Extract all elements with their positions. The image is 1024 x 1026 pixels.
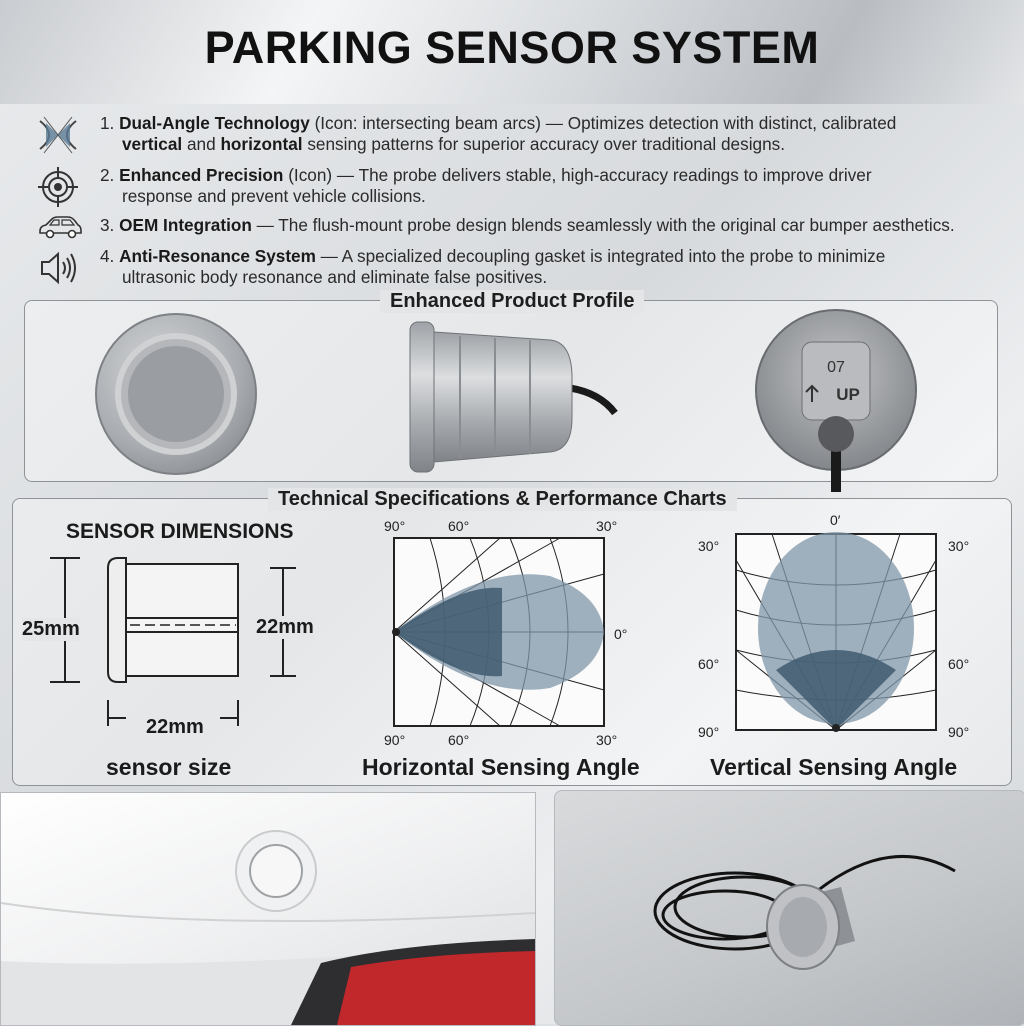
- sensor-front-view: [95, 313, 257, 475]
- feature-item-precision: 2. Enhanced Precision (Icon) — The probe…: [36, 165, 1016, 215]
- target-icon: [38, 167, 78, 207]
- dimensions-caption: sensor size: [106, 754, 232, 780]
- product-profile-title: Enhanced Product Profile: [380, 290, 645, 313]
- v-left-label: 30°: [698, 538, 720, 554]
- title-band: [0, 0, 1024, 104]
- vertical-beam-inner: [776, 650, 896, 730]
- feature-number: 4.: [100, 246, 115, 266]
- v-left-label: 90°: [698, 724, 720, 740]
- feature-note: (Icon): [288, 165, 333, 185]
- sensor-side-view: [409, 321, 618, 473]
- feature-text: response and prevent vehicle collisions.: [122, 186, 426, 206]
- feature-number: 2.: [100, 165, 115, 185]
- feature-heading: Anti-Resonance System: [119, 246, 316, 266]
- feature-item-oem: 3. OEM Integration — The flush-mount pro…: [36, 215, 1016, 265]
- dimension-height-inner: 22mm: [256, 616, 314, 639]
- feature-heading: Dual-Angle Technology: [119, 113, 310, 133]
- feature-heading: OEM Integration: [119, 215, 252, 235]
- sensor-cable-illustration: [653, 854, 956, 970]
- feature-note: (Icon: intersecting beam arcs): [314, 113, 541, 133]
- feature-bold-horizontal: horizontal: [220, 134, 303, 154]
- back-label-up: UP: [836, 385, 860, 404]
- v-right-label: 30°: [948, 538, 970, 554]
- feature-heading: Enhanced Precision: [119, 165, 284, 185]
- feature-text: — Optimizes detection with distinct, cal…: [540, 113, 897, 133]
- up-arrow-icon: [805, 384, 819, 402]
- car-icon: [39, 216, 82, 239]
- h-top-label: 30°: [596, 518, 618, 534]
- sensor-back-view: 07 UP: [755, 309, 917, 492]
- feature-text: and: [182, 134, 221, 154]
- h-bottom-label: 90°: [384, 732, 406, 748]
- h-top-label: 60°: [448, 518, 470, 534]
- vertical-angle-chart: [735, 532, 937, 732]
- dimensions-heading: SENSOR DIMENSIONS: [66, 520, 294, 543]
- specs-title: Technical Specifications & Performance C…: [268, 488, 737, 511]
- feature-text: ultrasonic body resonance and eliminate …: [122, 267, 548, 287]
- page-title: PARKING SENSOR SYSTEM: [204, 22, 820, 73]
- h-bottom-label: 60°: [448, 732, 470, 748]
- v-top-label: 0′: [830, 512, 841, 528]
- dimension-height-outer: 25mm: [22, 618, 80, 641]
- v-left-label: 60°: [698, 656, 720, 672]
- horizontal-caption: Horizontal Sensing Angle: [362, 754, 640, 780]
- dimension-width: 22mm: [146, 716, 204, 738]
- h-bottom-label: 30°: [596, 732, 618, 748]
- dimension-drawing: [50, 557, 296, 726]
- h-right-label: 0°: [614, 626, 628, 642]
- v-right-label: 60°: [948, 656, 970, 672]
- bumper-mount-photo: [0, 792, 536, 1026]
- horizontal-beam-inner: [394, 587, 502, 677]
- horizontal-angle-chart: [392, 537, 605, 727]
- speaker-icon: [41, 251, 76, 285]
- h-top-label: 90°: [384, 518, 406, 534]
- feature-text: — The probe delivers stable, high-accura…: [332, 165, 872, 185]
- feature-item-dual-angle: 1. Dual-Angle Technology (Icon: intersec…: [36, 113, 1016, 163]
- feature-text: — A specialized decoupling gasket is int…: [315, 246, 886, 266]
- v-right-label: 90°: [948, 724, 970, 740]
- bumper-illustration: [1, 830, 535, 1025]
- feature-item-anti-resonance: 4. Anti-Resonance System — A specialized…: [36, 246, 1016, 296]
- back-label-number: 07: [827, 359, 845, 376]
- sensor-cable-photo: [554, 790, 1024, 1026]
- feature-number: 3.: [100, 215, 115, 235]
- vertical-caption: Vertical Sensing Angle: [710, 754, 958, 780]
- feature-bold-vertical: vertical: [122, 134, 183, 154]
- feature-text: — The flush-mount probe design blends se…: [251, 215, 955, 235]
- beam-arcs-icon: [39, 116, 77, 154]
- feature-number: 1.: [100, 113, 115, 133]
- feature-text: sensing patterns for superior accuracy o…: [302, 134, 786, 154]
